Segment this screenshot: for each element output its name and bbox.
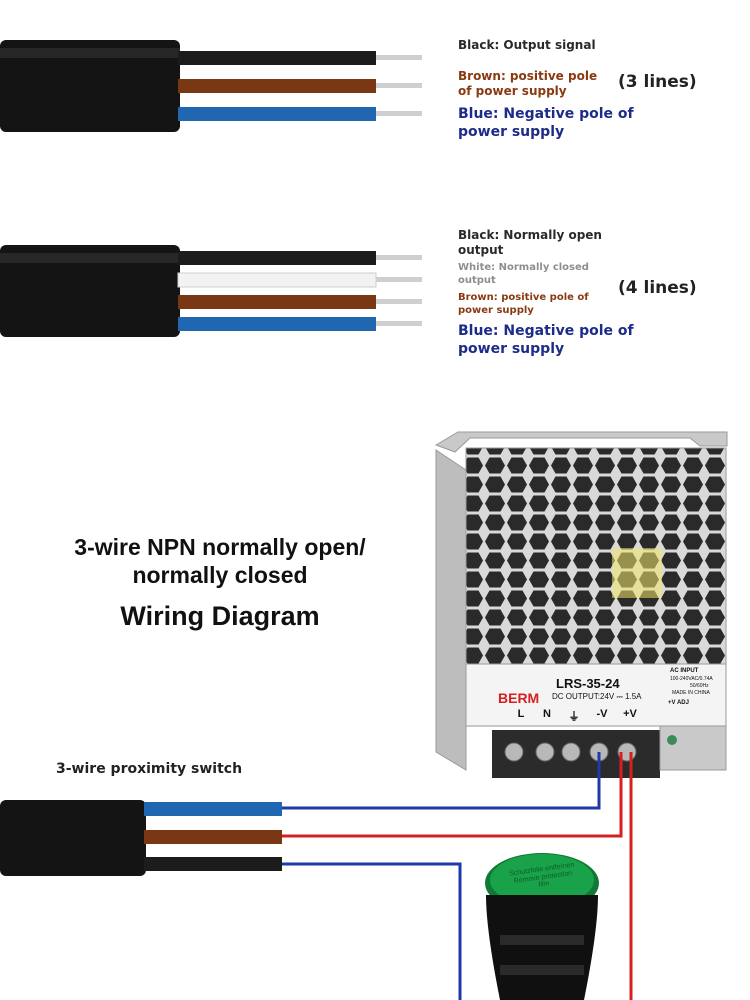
- signal-circuit-wire: [282, 862, 462, 1000]
- legend-black-output: Black: Output signal: [458, 38, 596, 52]
- brown-wire: [144, 830, 282, 844]
- cable-jacket: [0, 245, 180, 337]
- terminal-labels: L N ⏚ -V +V: [508, 708, 658, 724]
- circuit-wires: [282, 752, 633, 1000]
- three-wire-cable: [0, 40, 422, 132]
- terminal-label-n: N: [543, 708, 551, 720]
- psu-origin: MADE IN CHINA: [672, 690, 710, 696]
- blue-wire: [178, 317, 376, 331]
- legend-white-nc-output: White: Normally closed output: [458, 262, 589, 286]
- brown-wire-tip: [376, 299, 422, 304]
- terminal-label-plus-v: +V: [623, 708, 637, 720]
- power-supply: [434, 431, 728, 778]
- proximity-switch-cable: [0, 800, 282, 876]
- legend-brown-positive: Brown: positive pole of power supply: [458, 292, 589, 316]
- black-wire-tip: [376, 255, 422, 260]
- brown-wire-tip: [376, 83, 422, 88]
- legend-black-no-output: Black: Normally open output: [458, 228, 602, 257]
- terminal-screw: [504, 742, 524, 762]
- label-plate: [465, 663, 727, 727]
- black-wire: [178, 251, 376, 265]
- brown-wire: [178, 79, 376, 93]
- positive-circuit-wire: [282, 752, 623, 838]
- terminal-label-l: L: [517, 708, 525, 720]
- psu-frequency: 50/60Hz: [690, 683, 709, 689]
- psu-brand: BERM: [498, 690, 540, 706]
- four-wire-cable: [0, 245, 422, 337]
- legend-blue-negative: Blue: Negative pole of power supply: [458, 323, 634, 357]
- blue-wire: [144, 802, 282, 816]
- legend-brown-positive: Brown: positive pole of power supply: [458, 69, 598, 98]
- cable-jacket: [0, 40, 180, 132]
- psu-ac-input-spec: 100-240VAC/0.74A: [670, 676, 713, 682]
- black-wire: [178, 51, 376, 65]
- lamp-lens: [490, 854, 594, 906]
- indicator-lamp: [485, 853, 599, 1000]
- blue-wire: [178, 107, 376, 121]
- cable-jacket: [0, 800, 146, 876]
- heading-line-1: 3-wire NPN normally open/: [74, 534, 366, 560]
- terminal-label-minus-v: -V: [596, 708, 608, 720]
- legend-blue-negative: Blue: Negative pole of power supply: [458, 106, 634, 140]
- black-wire: [144, 857, 282, 871]
- black-wire-tip: [376, 55, 422, 60]
- white-wire-tip: [376, 277, 422, 282]
- blue-wire-tip: [376, 111, 422, 116]
- adj-label: +V ADJ: [668, 700, 689, 706]
- white-wire: [177, 272, 377, 288]
- heading-line-3: Wiring Diagram: [120, 601, 320, 631]
- line-count-four: (4 lines): [618, 278, 697, 298]
- terminal-screw: [561, 742, 581, 762]
- psu-ac-input-title: AC INPUT: [670, 668, 699, 674]
- terminal-label-ground: ⏚: [568, 711, 580, 723]
- heading-line-2: normally closed: [132, 562, 308, 588]
- line-count-three: (3 lines): [618, 72, 697, 92]
- proximity-switch-label: 3-wire proximity switch: [56, 761, 243, 777]
- psu-model: LRS-35-24: [556, 676, 620, 691]
- psu-dc-output: DC OUTPUT:24V ⎓ 1.5A: [552, 692, 642, 701]
- ventilation-mesh: [465, 447, 727, 665]
- terminal-screw: [535, 742, 555, 762]
- lamp-body: [486, 895, 598, 1000]
- adjust-potentiometer: [667, 735, 677, 745]
- negative-circuit-wire: [282, 752, 601, 810]
- brown-wire: [178, 295, 376, 309]
- blue-wire-tip: [376, 321, 422, 326]
